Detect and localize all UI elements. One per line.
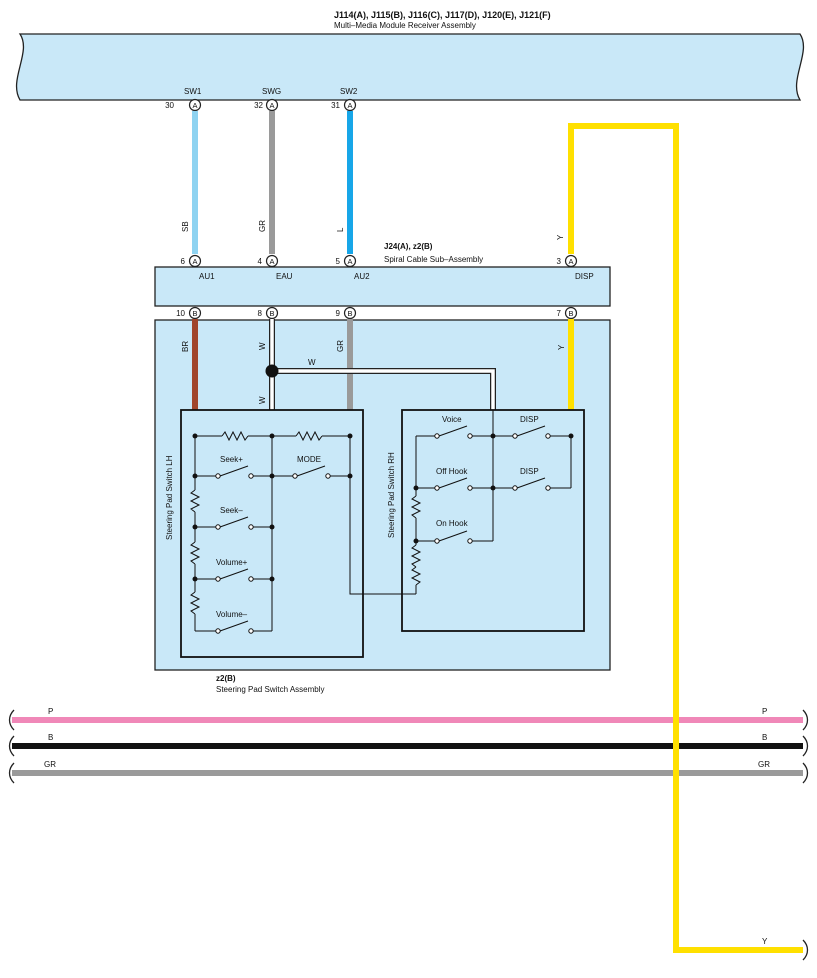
bus-label-gr-left: GR (44, 760, 56, 769)
svg-text:A: A (269, 257, 274, 266)
receiver-connectors: J114(A), J115(B), J116(C), J117(D), J120… (334, 10, 551, 20)
lh-switch-title: Steering Pad Switch LH (165, 455, 174, 540)
wire-label-y-lower: Y (557, 344, 566, 350)
wire-y-end-break (802, 939, 809, 961)
svg-text:32: 32 (254, 101, 263, 110)
svg-text:B: B (192, 309, 197, 318)
spiral-title: Spiral Cable Sub–Assembly (384, 255, 483, 264)
wire-w-branch (272, 368, 496, 410)
wire-label-gr: GR (258, 220, 267, 232)
svg-text:9: 9 (336, 309, 341, 318)
receiver-pin-sw1: SW1 30 A (165, 87, 202, 112)
svg-text:A: A (347, 101, 352, 110)
bus-line-p (8, 709, 809, 731)
wire-label-w-2: W (258, 396, 267, 404)
bus-label-b-right: B (762, 733, 767, 742)
bus-label-b-left: B (48, 733, 53, 742)
pin-label-au1: AU1 (199, 272, 215, 281)
bus-label-gr-right: GR (758, 760, 770, 769)
svg-text:4: 4 (258, 257, 263, 266)
spiral-top-pins: 6 A 4 A 5 A 3 A (181, 254, 578, 268)
wire-label-w: W (258, 342, 267, 350)
receiver-pin-sw2: SW2 31 A (331, 87, 358, 112)
svg-text:A: A (269, 101, 274, 110)
svg-text:A: A (347, 257, 352, 266)
wire-label-br: BR (181, 341, 190, 352)
spiral-bottom-pins: 10 B 8 B 9 B 7 B (176, 306, 578, 320)
assembly-title: Steering Pad Switch Assembly (216, 685, 325, 694)
pin-label-au2: AU2 (354, 272, 370, 281)
svg-text:B: B (568, 309, 573, 318)
switch-label-volume-plus: Volume+ (216, 558, 248, 567)
lh-rh-link (349, 476, 416, 595)
wire-label-l: L (336, 227, 345, 232)
svg-text:7: 7 (557, 309, 562, 318)
svg-text:SWG: SWG (262, 87, 281, 96)
junction-dot (265, 364, 279, 378)
wire-label-gr-lower: GR (336, 340, 345, 352)
lh-switch-box (180, 409, 364, 658)
switch-label-seek-minus: Seek– (220, 506, 243, 515)
svg-text:8: 8 (258, 309, 263, 318)
spiral-connectors: J24(A), z2(B) (384, 242, 433, 251)
pin-label-eau: EAU (276, 272, 293, 281)
svg-text:A: A (568, 257, 573, 266)
svg-text:SW2: SW2 (340, 87, 358, 96)
svg-text:30: 30 (165, 101, 174, 110)
pin-label-disp: DISP (575, 272, 594, 281)
bus-label-p-left: P (48, 707, 53, 716)
wire-y (568, 123, 803, 953)
steering-pad-assembly-box (154, 319, 611, 671)
svg-text:10: 10 (176, 309, 185, 318)
svg-text:3: 3 (557, 257, 562, 266)
spiral-cable-box (154, 266, 611, 307)
wire-label-sb: SB (181, 221, 190, 232)
svg-text:6: 6 (181, 257, 186, 266)
bus-line-b (8, 735, 809, 757)
assembly-connector: z2(B) (216, 674, 236, 683)
lh-switch-contacts (192, 433, 353, 634)
bus-label-p-right: P (762, 707, 767, 716)
wire-y-end-label: Y (762, 937, 768, 946)
svg-text:31: 31 (331, 101, 340, 110)
rh-switch-contacts (413, 433, 574, 544)
svg-text:SW1: SW1 (184, 87, 202, 96)
svg-text:A: A (192, 257, 197, 266)
svg-text:5: 5 (336, 257, 341, 266)
switch-label-voice: Voice (442, 415, 462, 424)
switch-label-on-hook: On Hook (436, 519, 469, 528)
wire-label-w-branch: W (308, 358, 316, 367)
svg-text:B: B (347, 309, 352, 318)
switch-label-disp-lower: DISP (520, 467, 539, 476)
switch-label-disp-top: DISP (520, 415, 539, 424)
switch-label-off-hook: Off Hook (436, 467, 468, 476)
switch-label-mode: MODE (297, 455, 321, 464)
svg-text:B: B (269, 309, 274, 318)
receiver-pin-swg: SWG 32 A (254, 87, 281, 112)
receiver-assembly-box (15, 33, 805, 101)
switch-label-seek-plus: Seek+ (220, 455, 243, 464)
rh-switch-title: Steering Pad Switch RH (387, 452, 396, 538)
bus-line-gr (8, 762, 809, 784)
receiver-title: Multi–Media Module Receiver Assembly (334, 21, 476, 30)
switch-label-volume-minus: Volume– (216, 610, 248, 619)
svg-text:A: A (192, 101, 197, 110)
wire-label-y-upper: Y (556, 234, 565, 240)
